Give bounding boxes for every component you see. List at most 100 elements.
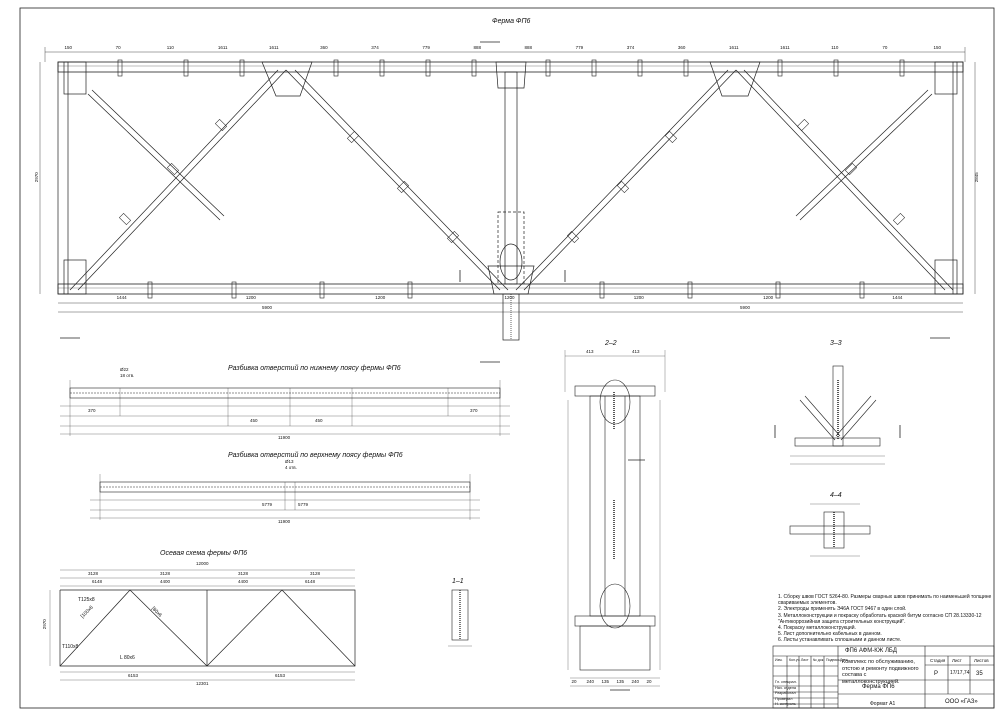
chord-dim-0: 1444 bbox=[116, 295, 127, 300]
bc-dim-0: 370 bbox=[88, 408, 96, 413]
s22-top-1: 413 bbox=[632, 349, 640, 354]
stamp-head-0: Изм. bbox=[775, 658, 783, 662]
s22-bot-5: 20 bbox=[646, 679, 652, 684]
top-dim-13: 1611 bbox=[729, 45, 739, 50]
top-dim-9: 888 bbox=[524, 45, 533, 50]
s22-top-0: 413 bbox=[586, 349, 594, 354]
geometry-title: Осевая схема фермы ФП6 bbox=[160, 550, 248, 557]
stamp-row-0: Гл. специал. bbox=[775, 680, 797, 684]
stamp-sheets-label: Листов bbox=[974, 658, 989, 663]
section-3-3-drawing bbox=[774, 365, 901, 465]
tc-holes-label: 4 отв. bbox=[285, 465, 297, 470]
tc-dim-0: 5779 bbox=[262, 502, 273, 507]
left-height-dim: 2970 bbox=[33, 172, 39, 183]
section-3-3-title: 3–3 bbox=[830, 340, 842, 347]
main-truss-title: Ферма ФП6 bbox=[492, 18, 531, 25]
s22-bot-3: 135 bbox=[616, 679, 625, 684]
chord-dim-3: 1200 bbox=[504, 295, 515, 300]
bc-overall: 11900 bbox=[278, 435, 291, 440]
top-dim-14: 1611 bbox=[780, 45, 790, 50]
stamp-sheet-label: Лист bbox=[952, 658, 962, 663]
top-dim-4: 1611 bbox=[269, 45, 279, 50]
chord-dim-2: 1200 bbox=[375, 295, 386, 300]
top-dim-0: 150 bbox=[64, 45, 73, 50]
bottom-right-dim: 5900 bbox=[740, 305, 751, 310]
note-1: 1. Сборку швов ГОСТ 5264-80. Размеры сва… bbox=[778, 594, 992, 607]
top-dim-6: 374 bbox=[371, 45, 379, 50]
top-dim-12: 360 bbox=[677, 45, 686, 50]
stamp-row-4: Н. контроль bbox=[775, 702, 796, 706]
bottom-chord-hole-layout bbox=[60, 380, 510, 436]
geo-label-top: Т125х8 bbox=[78, 597, 95, 603]
bc-dim-2: 450 bbox=[315, 418, 323, 423]
geo-inner-3: 6148 bbox=[305, 579, 316, 584]
tc-hole-diam: Ø13 bbox=[285, 459, 294, 464]
stamp-org: ООО «ГАЗ» bbox=[945, 699, 978, 705]
stamp-project: Комплекс по обслуживанию, отстою и ремон… bbox=[842, 659, 919, 685]
main-truss-elevation bbox=[39, 41, 976, 363]
section-2-2-drawing bbox=[564, 350, 666, 691]
stamp-head-5: Дата bbox=[840, 658, 848, 662]
top-dim-1: 70 bbox=[115, 45, 121, 50]
tc-dim-1: 5779 bbox=[298, 502, 309, 507]
section-4-4-title: 4–4 bbox=[830, 492, 842, 499]
top-dim-10: 779 bbox=[575, 45, 584, 50]
stamp-drawing: Ферма ФП6 bbox=[862, 684, 895, 690]
top-dim-15: 110 bbox=[831, 45, 839, 50]
geo-label-bottom: L 80х6 bbox=[120, 655, 135, 661]
chord-dim-6: 1444 bbox=[892, 295, 903, 300]
top-dim-17: 150 bbox=[933, 45, 941, 50]
stamp-row-3: Проверил bbox=[775, 696, 793, 701]
stamp-head-1: Кол.уч. bbox=[789, 658, 801, 662]
geo-top-dim-0: 3128 bbox=[88, 571, 99, 576]
geo-inner-2: 4400 bbox=[238, 579, 249, 584]
geo-inner-1: 4400 bbox=[160, 579, 171, 584]
geo-inner-0: 6148 bbox=[92, 579, 103, 584]
stamp-head-3: № док. bbox=[813, 658, 825, 662]
stamp-code: ФП6 АФМ-КЖ ЛБД bbox=[845, 648, 897, 654]
bc-holes-label: 18 отв. bbox=[120, 373, 135, 378]
note-6: 6. Листы устанавливать сплошными и данно… bbox=[778, 637, 902, 644]
top-chord-title: Разбивка отверстий по верхнему поясу фер… bbox=[228, 452, 403, 459]
bc-dim-3: 370 bbox=[470, 408, 478, 413]
stamp-stage-label: Стадия bbox=[930, 658, 946, 663]
geo-bottom-overall: 12301 bbox=[196, 681, 209, 686]
stamp-head-2: Лист bbox=[801, 658, 809, 662]
note-5: 5. Лист дополнительно кабельных в данном… bbox=[778, 631, 882, 638]
section-1-1-drawing bbox=[448, 589, 472, 647]
geo-height: 2970 bbox=[41, 619, 47, 630]
top-dim-5: 360 bbox=[320, 45, 328, 50]
stamp-sheet: 17/17,74 bbox=[950, 670, 970, 676]
section-1-1-title: 1–1 bbox=[452, 578, 464, 585]
chord-dim-5: 1200 bbox=[763, 295, 774, 300]
geo-top-overall: 12000 bbox=[196, 561, 209, 566]
geo-top-dim-1: 3128 bbox=[160, 571, 171, 576]
tc-overall: 11900 bbox=[278, 519, 291, 524]
chord-dim-1: 1200 bbox=[245, 295, 256, 300]
general-notes: 1. Сборку швов ГОСТ 5264-80. Размеры сва… bbox=[778, 594, 992, 644]
chord-dim-4: 1200 bbox=[633, 295, 644, 300]
top-dim-16: 70 bbox=[882, 45, 888, 50]
top-dim-11: 374 bbox=[626, 45, 635, 50]
geo-bottom-1: 6153 bbox=[275, 673, 286, 678]
geo-top-dim-2: 3128 bbox=[238, 571, 249, 576]
stamp-format: Формат А1 bbox=[870, 701, 896, 707]
bc-hole-diam: Ø22 bbox=[120, 367, 129, 372]
section-4-4-drawing bbox=[789, 503, 871, 557]
s22-bot-2: 135 bbox=[601, 679, 610, 684]
top-dim-3: 1611 bbox=[217, 45, 228, 50]
stamp-row-1: Нач. отдела bbox=[775, 685, 797, 690]
top-chord-hole-layout bbox=[90, 474, 480, 520]
sheet-frame bbox=[19, 7, 995, 709]
stamp-sheets: 35 bbox=[976, 671, 983, 677]
top-dim-7: 779 bbox=[422, 45, 430, 50]
top-dim-2: 110 bbox=[166, 45, 174, 50]
top-dim-8: 888 bbox=[473, 45, 481, 50]
s22-bot-4: 240 bbox=[631, 679, 640, 684]
section-2-2-title: 2–2 bbox=[605, 340, 617, 347]
s22-bot-0: 20 bbox=[571, 679, 577, 684]
bottom-chord-title: Разбивка отверстий по нижнему поясу ферм… bbox=[228, 365, 401, 372]
stamp-row-2: Разработал bbox=[775, 691, 796, 695]
stamp-stage: Р bbox=[934, 671, 939, 677]
